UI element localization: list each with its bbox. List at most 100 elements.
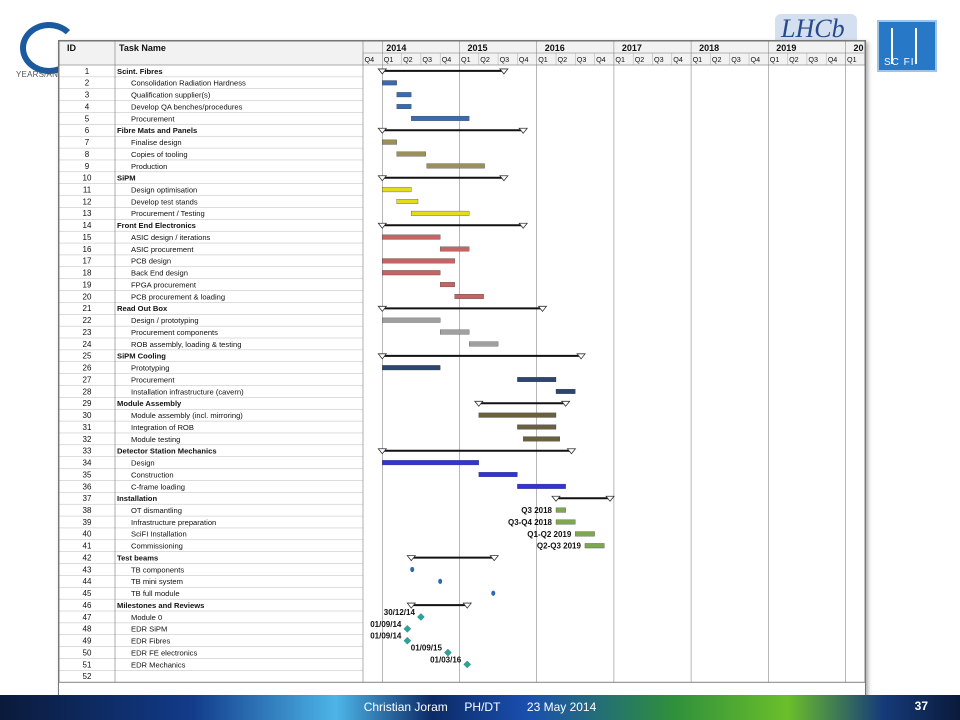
year-label: 20 [854, 43, 864, 53]
task-id: 33 [83, 447, 92, 456]
quarter-label: Q1 [538, 55, 548, 64]
summary-task-name: Test beams [117, 553, 158, 562]
summary-end-marker [377, 68, 388, 75]
task-name: Commissioning [131, 542, 183, 551]
task-name: Module assembly (incl. mirroring) [131, 411, 243, 420]
task-id: 30 [83, 411, 92, 420]
footer-text: Christian Joram PH/DT 23 May 2014 [0, 700, 960, 714]
task-name: Back End design [131, 269, 188, 278]
task-name: Infrastructure preparation [131, 518, 216, 527]
task-id: 38 [83, 506, 92, 515]
milestone-date-label: 01/09/14 [370, 632, 402, 641]
task-name: ROB assembly, loading & testing [131, 340, 241, 349]
task-bar [478, 412, 557, 418]
task-name: Production [131, 162, 167, 171]
task-name: EDR Fibres [131, 637, 170, 646]
task-id: 27 [83, 375, 92, 384]
summary-end-marker [566, 448, 577, 455]
test-beam-dot [438, 578, 443, 584]
task-bar [382, 187, 412, 193]
task-bar [411, 115, 470, 121]
test-beam-dot [410, 566, 415, 573]
year-label: 2017 [622, 43, 642, 53]
scifi-logo-text: SC FI [884, 57, 915, 68]
test-beam-dot [491, 590, 496, 596]
page-number: 37 [914, 699, 928, 713]
task-bar [584, 543, 605, 549]
task-id: 49 [83, 637, 92, 646]
task-bar [575, 531, 595, 537]
task-id: 20 [83, 292, 92, 301]
task-name: PCB design [131, 257, 171, 266]
task-id: 24 [83, 340, 92, 349]
task-id: 15 [83, 233, 92, 242]
task-name: Integration of ROB [131, 423, 194, 432]
task-name: Finalise design [131, 138, 182, 147]
task-id: 46 [83, 601, 92, 610]
task-id: 22 [83, 316, 92, 325]
task-id: 39 [83, 518, 92, 527]
quarter-label: Q4 [596, 55, 606, 64]
task-name: Design [131, 459, 155, 468]
summary-end-marker [576, 353, 586, 360]
task-id: 32 [83, 435, 92, 444]
task-id: 13 [83, 209, 92, 218]
task-name: Design optimisation [131, 186, 197, 195]
summary-end-marker [560, 400, 571, 407]
task-id: 7 [85, 138, 90, 147]
milestone-diamond [463, 660, 472, 669]
task-name: Procurement [131, 375, 175, 384]
summary-end-marker [377, 175, 388, 182]
footer-author: Christian Joram [363, 700, 448, 714]
task-bar [555, 388, 576, 394]
task-id: 8 [85, 150, 90, 159]
quarter-label: Q2 [635, 55, 645, 64]
task-id: 43 [83, 565, 92, 574]
task-name: SciFI Installation [131, 530, 187, 539]
year-label: 2015 [468, 43, 488, 53]
task-id: 4 [85, 102, 90, 111]
year-label: 2018 [699, 43, 719, 53]
task-name: Develop QA benches/procedures [131, 102, 243, 111]
quarter-label: Q2 [480, 55, 490, 64]
task-bar [382, 80, 397, 86]
task-id: 5 [85, 114, 90, 123]
task-id: 11 [83, 186, 92, 195]
task-id: 26 [83, 364, 92, 373]
quarter-label: Q3 [500, 55, 510, 64]
task-id: 37 [83, 494, 92, 503]
task-id: 36 [83, 482, 92, 491]
task-id: 23 [83, 328, 92, 337]
task-id: 41 [83, 542, 92, 551]
summary-end-marker [489, 555, 500, 562]
task-name: Procurement components [131, 328, 218, 337]
summary-task-name: Module Assembly [117, 399, 182, 408]
task-name: Module 0 [131, 613, 162, 622]
footer-dept: PH/DT [464, 700, 501, 714]
task-bar [454, 294, 484, 299]
task-id: 19 [83, 280, 92, 289]
task-name: Develop test stands [131, 197, 198, 206]
task-name: TB mini system [131, 577, 183, 586]
task-bar [396, 92, 412, 98]
milestone-diamond [403, 625, 412, 633]
quarter-label: Q2 [558, 55, 568, 64]
task-id: 17 [83, 257, 92, 266]
task-bar [440, 282, 455, 288]
task-id: 40 [83, 530, 92, 539]
task-id: 6 [85, 126, 90, 135]
task-id: 50 [83, 648, 92, 657]
task-id: 21 [83, 304, 92, 313]
scifi-logo: SC FI [873, 16, 943, 78]
task-name: Procurement / Testing [131, 209, 205, 218]
task-name: Construction [131, 470, 174, 479]
task-name: OT dismantling [131, 506, 182, 515]
logo-subtext: YEARS/ANS [16, 70, 64, 79]
summary-end-marker [406, 555, 417, 562]
task-id: 44 [83, 577, 92, 586]
quarter-label: Q2 [789, 55, 799, 64]
quarter-label: Q3 [808, 55, 818, 64]
quarter-label: Q2 [403, 55, 413, 64]
task-name: PCB procurement & loading [131, 292, 225, 301]
